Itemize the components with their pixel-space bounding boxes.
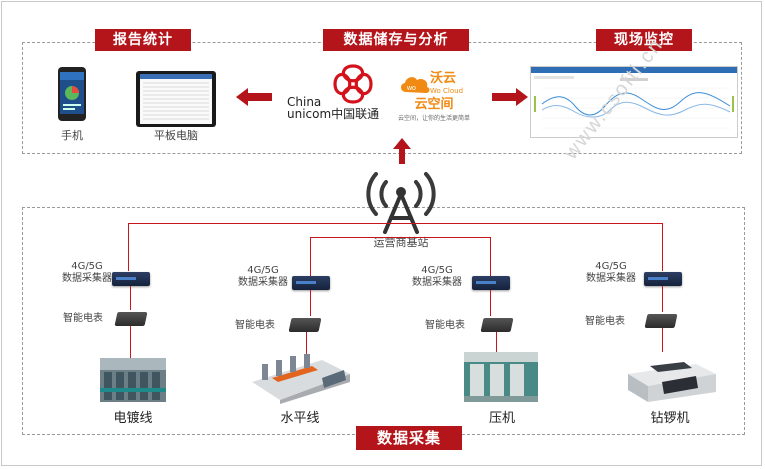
link-line-1b	[130, 326, 131, 360]
link-line-4b	[662, 328, 663, 352]
machine-label-1: 电镀线	[113, 411, 153, 426]
banner-report: 报告统计	[95, 29, 191, 51]
banner-storage: 数据储存与分析	[323, 29, 469, 51]
meter-label-3: 智能电表	[425, 320, 465, 331]
tablet-icon	[136, 71, 216, 127]
link-line-2a	[310, 290, 311, 316]
plating-line-image	[100, 358, 166, 402]
antenna-line-4	[662, 223, 663, 271]
tablet-label: 平板电脑	[154, 129, 198, 142]
collector-label-1: 4G/5G 数据采集器	[62, 261, 112, 284]
smart-meter-2	[288, 318, 322, 332]
banner-collect: 数据采集	[356, 426, 462, 450]
wocloud-sub: Wo Cloud	[430, 87, 464, 95]
machine-label-3: 压机	[488, 411, 515, 426]
arrow-right-icon	[492, 88, 528, 106]
meter-label-1: 智能电表	[63, 313, 103, 324]
data-collector-4	[644, 272, 682, 286]
link-line-2b	[306, 332, 307, 356]
collector-label-3: 4G/5G 数据采集器	[412, 265, 462, 288]
drilling-machine-image	[628, 362, 716, 402]
antenna-line-3	[490, 237, 491, 277]
antenna-line-2	[310, 237, 311, 277]
unicom-logo-icon	[333, 64, 373, 104]
cell-tower-icon	[366, 172, 436, 234]
data-collector-1	[112, 272, 150, 286]
smart-meter-1	[114, 312, 148, 326]
machine-label-4: 钻锣机	[650, 411, 690, 426]
network-line-top	[128, 223, 662, 224]
unicom-text-en: unicom中国联通	[287, 107, 380, 121]
monitoring-dashboard	[530, 66, 738, 138]
network-line-mid	[310, 237, 490, 238]
horizontal-line-image	[252, 354, 350, 404]
collector-label-4: 4G/5G 数据采集器	[586, 261, 636, 284]
phone-label: 手机	[61, 129, 83, 142]
data-collector-3	[472, 276, 510, 290]
data-collector-2	[292, 276, 330, 290]
meter-label-4: 智能电表	[585, 316, 625, 327]
wocloud-slogan: 云空间，让你的生活更简单	[397, 115, 470, 122]
machine-label-2: 水平线	[280, 411, 320, 426]
press-machine-image	[464, 352, 538, 402]
meter-label-2: 智能电表	[235, 320, 275, 331]
unicom-text-cn: China	[287, 95, 322, 109]
link-line-3b	[496, 332, 497, 354]
arrow-up-icon	[393, 138, 411, 164]
smart-meter-4	[644, 314, 678, 328]
collector-label-2: 4G/5G 数据采集器	[238, 265, 288, 288]
banner-monitor: 现场监控	[596, 29, 692, 51]
link-line-3a	[490, 290, 491, 316]
smart-meter-3	[480, 318, 514, 332]
phone-icon	[58, 67, 86, 121]
wocloud-top: 沃云	[430, 71, 457, 86]
wocloud-name: 云空间	[414, 97, 454, 112]
tower-label: 运营商基站	[373, 236, 429, 249]
antenna-line-1	[128, 223, 129, 271]
svg-text:wo: wo	[406, 85, 416, 92]
link-line-1a	[130, 286, 131, 310]
arrow-left-icon	[236, 88, 272, 106]
wocloud-logo-icon: wo	[400, 77, 430, 93]
link-line-4a	[662, 286, 663, 312]
